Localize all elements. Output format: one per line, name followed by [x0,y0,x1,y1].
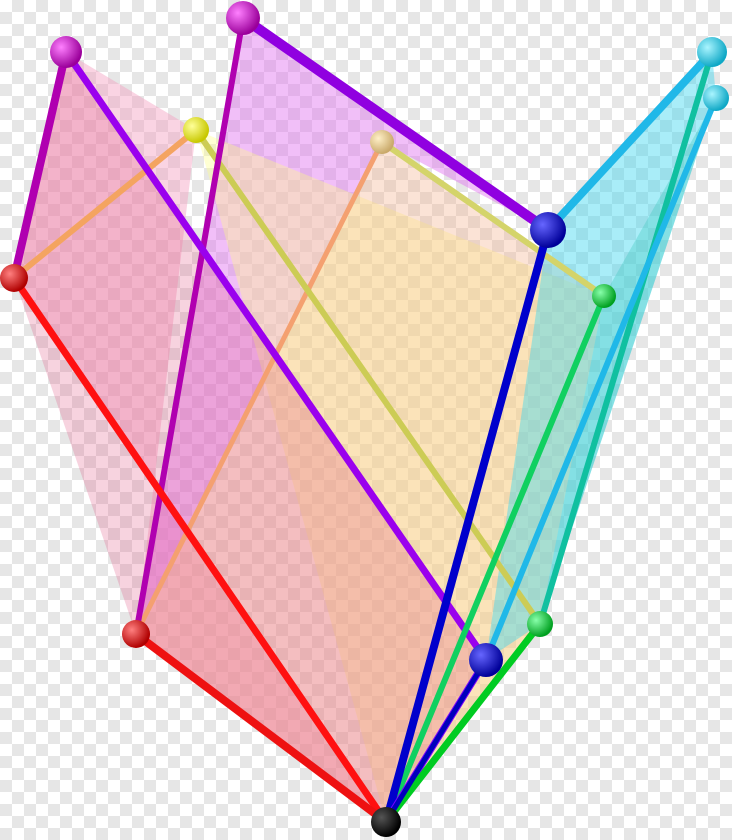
face-teal [540,98,716,624]
face-yellow [196,130,604,822]
edge-orange-inner [133,139,385,637]
edge-cyan-right [483,95,719,663]
face-magenta-top [136,18,548,634]
edge-yellow-diagonal [193,127,543,627]
edges [10,13,719,826]
face-pink-left [14,52,386,822]
edge-violet-top [238,13,553,235]
edge-violet-diagonal [62,48,490,664]
edge-orange-left [11,127,199,281]
edge-magenta-left [10,48,70,282]
vertex-green-top [592,284,616,308]
vertex-khaki [370,130,394,154]
edge-red-bottom [132,630,390,826]
edge-blue-vertical [382,226,552,826]
vertex-black [371,807,401,837]
vertex-magenta-top [226,1,260,35]
edge-green-vertical [383,293,607,825]
vertex-magenta-left [50,36,82,68]
vertex-green-bottom [527,611,553,637]
edge-green-bottom [382,620,544,826]
vertex-red-bottom [122,620,150,648]
vertex-yellow [183,117,209,143]
edge-cyan-top [544,48,716,234]
face-pink-front [14,52,486,822]
edge-khaki-top [379,139,607,299]
edge-blue-bottom [383,657,489,825]
edge-magenta-long [133,15,246,637]
vertex-cyan-lower [703,85,729,111]
vertex-blue-bottom [469,643,503,677]
edge-red-left [10,274,390,826]
face-cyan [486,52,716,660]
vertex-cyan-top [697,37,727,67]
vertex-red-left [0,264,28,292]
faces [14,18,716,822]
edge-teal-right [537,49,715,627]
vertex-blue-top [530,212,566,248]
